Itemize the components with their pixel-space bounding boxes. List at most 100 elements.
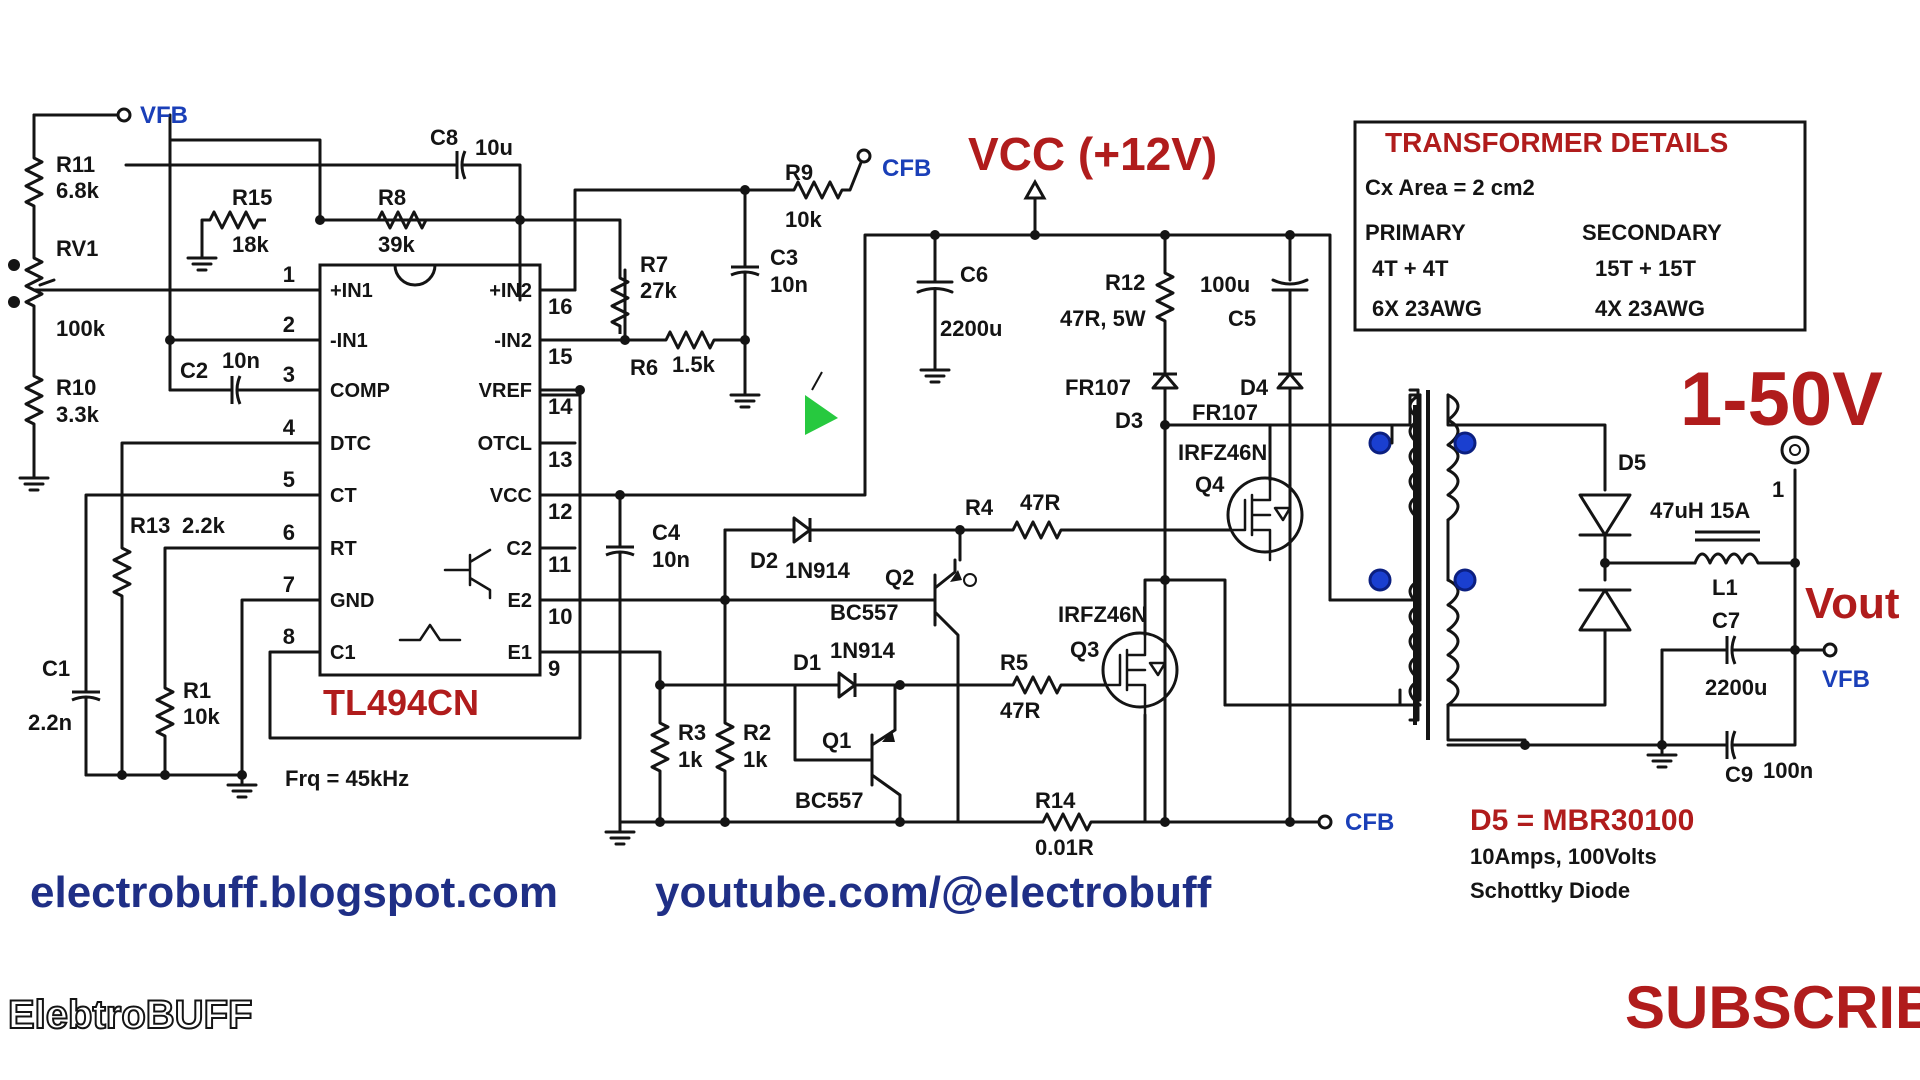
d1-ref: D1 — [793, 650, 821, 675]
component-labels: R11 6.8k RV1 100k R10 3.3k R15 18k R8 39… — [28, 125, 1813, 860]
capacitor-c9 — [1703, 729, 1759, 761]
d4-value: FR107 — [1192, 400, 1258, 425]
r3-ref: R3 — [678, 720, 706, 745]
tl494-ic — [318, 263, 542, 677]
ic-pin-name: E2 — [508, 590, 532, 612]
capacitor-c4 — [604, 523, 636, 579]
ic-pin-number: 4 — [283, 415, 296, 440]
c4-value: 10n — [652, 547, 690, 572]
transformer-primary-turns: 4T + 4T — [1372, 256, 1449, 281]
transformer-core-area: Cx Area = 2 cm2 — [1365, 175, 1535, 200]
ic-pin-name: VCC — [490, 485, 532, 507]
ic-pin-number: 16 — [548, 294, 572, 319]
resistor-r12 — [1155, 263, 1175, 331]
q4-value: IRFZ46N — [1178, 440, 1267, 465]
ic-pin-number: 15 — [548, 344, 572, 369]
r9-value: 10k — [785, 207, 822, 232]
resistor-r10 — [24, 366, 44, 434]
ic-pin-name: -IN2 — [494, 330, 532, 352]
c7-ref: C7 — [1712, 608, 1740, 633]
ic-pin-number: 8 — [283, 624, 295, 649]
ic-pin-number: 3 — [283, 362, 295, 387]
r13-ref: R13 — [130, 513, 170, 538]
transformer — [1328, 388, 1460, 740]
ic-pin-name: GND — [330, 590, 374, 612]
transformer-secondary-wire: 4X 23AWG — [1595, 296, 1705, 321]
youtube-url: youtube.com/@electrobuff — [655, 868, 1212, 917]
resistor-r13 — [112, 538, 132, 606]
ground-symbol — [186, 246, 218, 272]
r6-value: 1.5k — [672, 352, 716, 377]
ground-symbol — [1646, 743, 1678, 769]
rv1-value: 100k — [56, 316, 106, 341]
ground-symbol — [226, 773, 258, 799]
ic-pin-name: +IN2 — [489, 280, 532, 302]
r6-ref: R6 — [630, 355, 658, 380]
capacitor-c7 — [1703, 634, 1759, 666]
r4-value: 47R — [1020, 490, 1060, 515]
ic-pin-number: 14 — [548, 394, 573, 419]
diode-d4 — [1276, 358, 1304, 404]
resistor-r4 — [1003, 520, 1071, 540]
ic-pin-name: COMP — [330, 380, 390, 402]
resistor-r8 — [368, 210, 436, 230]
q1-ref: Q1 — [822, 728, 851, 753]
c5-value: 100u — [1200, 272, 1250, 297]
c2-value: 10n — [222, 348, 260, 373]
d2-value: 1N914 — [785, 558, 851, 583]
q2-ref: Q2 — [885, 565, 914, 590]
vout-label: Vout — [1805, 579, 1900, 628]
ic-name-label: TL494CN — [323, 682, 479, 723]
c1-value: 2.2n — [28, 710, 72, 735]
ic-pin-number: 2 — [283, 312, 295, 337]
ic-pin-name: C1 — [330, 642, 356, 664]
resistor-r15 — [200, 210, 268, 230]
blog-url: electrobuff.blogspot.com — [30, 868, 558, 917]
channel-logo: ElebtroBUFF — [8, 993, 252, 1037]
r7-value: 27k — [640, 278, 677, 303]
transformer-secondary-label: SECONDARY — [1582, 220, 1722, 245]
ic-pin-number: 6 — [283, 520, 295, 545]
ic-pin-number: 11 — [548, 552, 571, 577]
ic-pin-number: 5 — [283, 467, 295, 492]
capacitor-c1 — [70, 668, 102, 724]
r12-ref: R12 — [1105, 270, 1145, 295]
ground-symbol — [919, 358, 951, 384]
resistor-r2 — [715, 713, 735, 781]
d5-note-rating: 10Amps, 100Volts — [1470, 844, 1657, 869]
ic-pin-name: -IN1 — [330, 330, 368, 352]
vcc-title: VCC (+12V) — [968, 128, 1217, 180]
l1-ref: L1 — [1712, 575, 1738, 600]
r8-ref: R8 — [378, 185, 406, 210]
d5-note: D5 = MBR30100 10Amps, 100Volts Schottky … — [1470, 804, 1694, 903]
transformer-primary-label: PRIMARY — [1365, 220, 1466, 245]
c2-ref: C2 — [180, 358, 208, 383]
d3-value: FR107 — [1065, 375, 1131, 400]
r14-ref: R14 — [1035, 788, 1076, 813]
r10-ref: R10 — [56, 375, 96, 400]
r15-value: 18k — [232, 232, 269, 257]
c7-value: 2200u — [1705, 675, 1767, 700]
r8-value: 39k — [378, 232, 415, 257]
vfb-input-terminal — [32, 107, 132, 123]
q2-value: BC557 — [830, 600, 898, 625]
r11-ref: R11 — [56, 152, 95, 177]
cfb-bottom-label: CFB — [1345, 809, 1394, 836]
r12-value: 47R, 5W — [1060, 306, 1146, 331]
diode-d5 — [1446, 493, 1632, 707]
ic-pin-name: RT — [330, 538, 357, 560]
transistor-q2 — [923, 558, 977, 824]
ic-pin-number: 12 — [548, 499, 572, 524]
transformer-title: TRANSFORMER DETAILS — [1385, 127, 1728, 158]
r9-ref: R9 — [785, 160, 813, 185]
mosfet-q3 — [1101, 631, 1179, 717]
diode-d2 — [778, 516, 826, 544]
resistor-r5 — [1003, 675, 1071, 695]
c9-ref: C9 — [1725, 762, 1753, 787]
r1-value: 10k — [183, 704, 220, 729]
vfb-output-label: VFB — [1822, 666, 1870, 693]
ic-pin-name: +IN1 — [330, 280, 373, 302]
ic-pin-name: DTC — [330, 433, 371, 455]
r2-value: 1k — [743, 747, 768, 772]
